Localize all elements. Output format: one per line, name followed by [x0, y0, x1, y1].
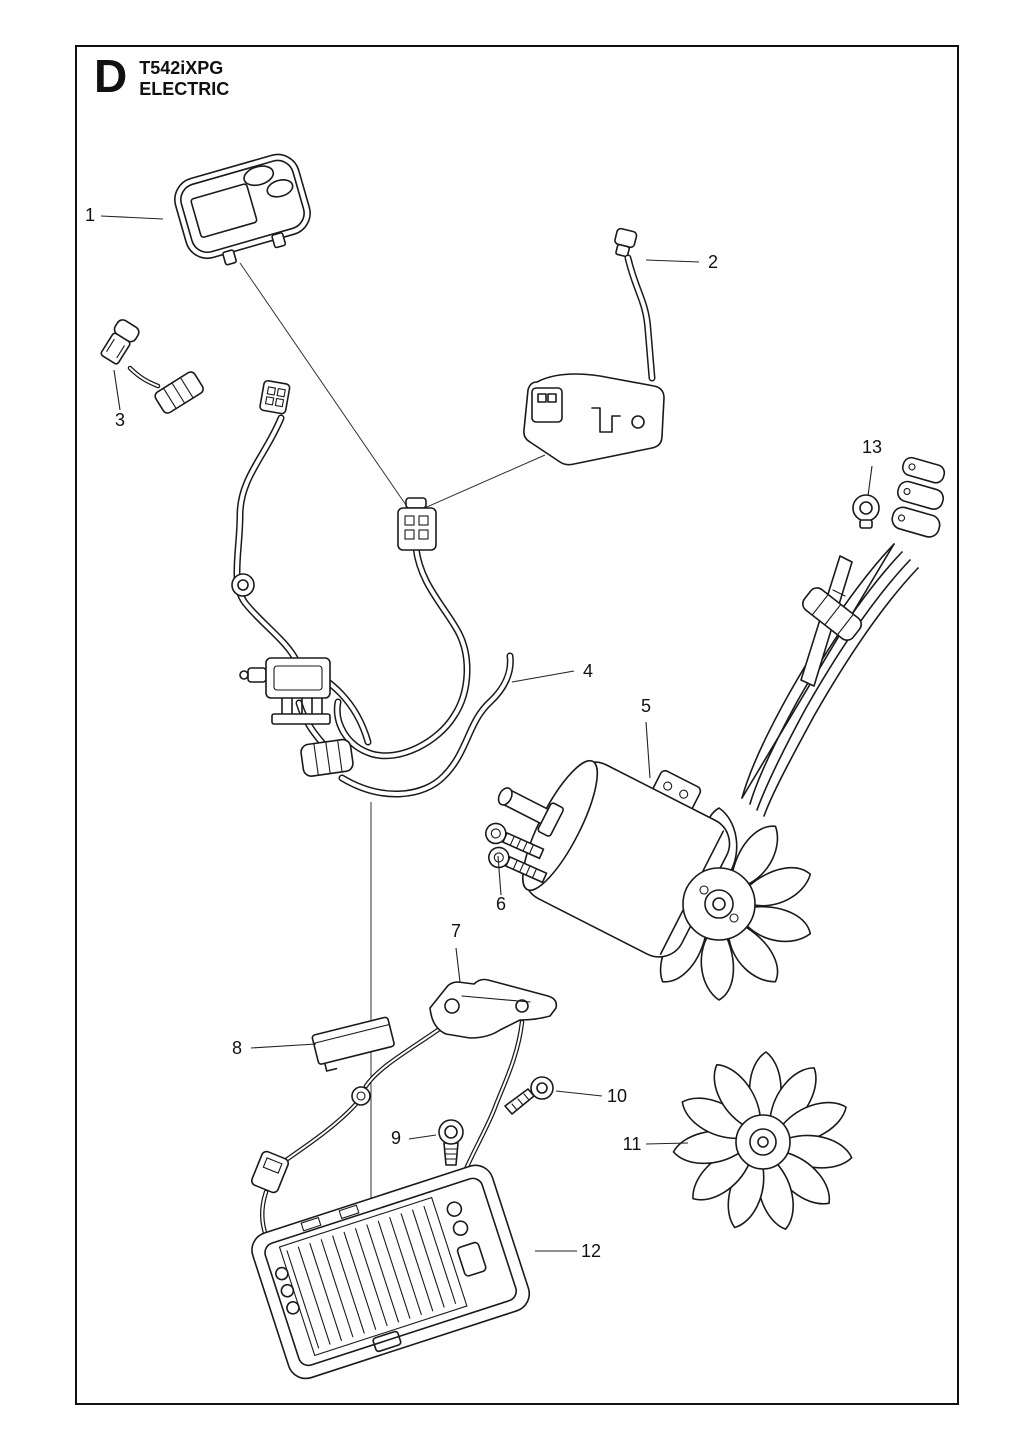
part-8-label: 8 [232, 1038, 242, 1058]
part-3-leader-line [113, 369, 121, 411]
part-6-leader-line [497, 855, 502, 896]
part-5-leader-line [645, 721, 651, 779]
part-12-controller-drawing [251, 1164, 531, 1380]
part-5-motor-drawing [497, 759, 812, 1001]
part-10-bolt-drawing [504, 1076, 554, 1115]
part-2-label: 2 [708, 252, 718, 272]
part-4-leader-line [511, 670, 575, 683]
part-7-leader-line [455, 947, 461, 983]
part-2-cable-drawing [523, 227, 665, 466]
part-4-label: 4 [583, 661, 593, 681]
part-13-leader-line [867, 465, 873, 497]
part-1-label: 1 [85, 205, 95, 225]
part-3-label: 3 [115, 410, 125, 430]
part-7-label: 7 [451, 921, 461, 941]
part-8-leader-line [250, 1043, 317, 1049]
part-4-wiring-harness-drawing [231, 379, 514, 798]
part-5-label: 5 [641, 696, 651, 716]
part-13-label: 13 [862, 437, 882, 457]
part-10-label: 10 [607, 1086, 627, 1106]
part-11-label: 11 [623, 1134, 642, 1154]
section-letter: D [94, 50, 128, 102]
diagram-header: D T542iXPG ELECTRIC [94, 50, 229, 102]
part-1-leader-line [100, 215, 164, 220]
callouts: 1 2 3 4 5 6 7 8 9 10 11 12 13 [85, 205, 882, 1261]
part-6-bolts-drawing [485, 822, 548, 884]
part-1-display-unit-drawing [174, 153, 311, 266]
part-11-leader-line [645, 1142, 689, 1145]
part-3-connector-cable-drawing [100, 319, 204, 414]
section-title: ELECTRIC [139, 78, 230, 99]
title-block: T542iXPG ELECTRIC [139, 55, 229, 99]
part-2-leader-line [645, 259, 700, 263]
part-9-leader-line [408, 1134, 437, 1140]
part-10-leader-line [555, 1090, 603, 1097]
part-9-label: 9 [391, 1128, 401, 1148]
part-13-sensor-wiring-drawing [741, 456, 946, 817]
part-11-fan-drawing [672, 1051, 853, 1230]
part-9-screw-drawing [438, 1119, 464, 1166]
model-title: T542iXPG [139, 58, 224, 78]
part-6-label: 6 [496, 894, 506, 914]
part-8-block-drawing [311, 1016, 395, 1072]
part-12-label: 12 [581, 1241, 601, 1261]
